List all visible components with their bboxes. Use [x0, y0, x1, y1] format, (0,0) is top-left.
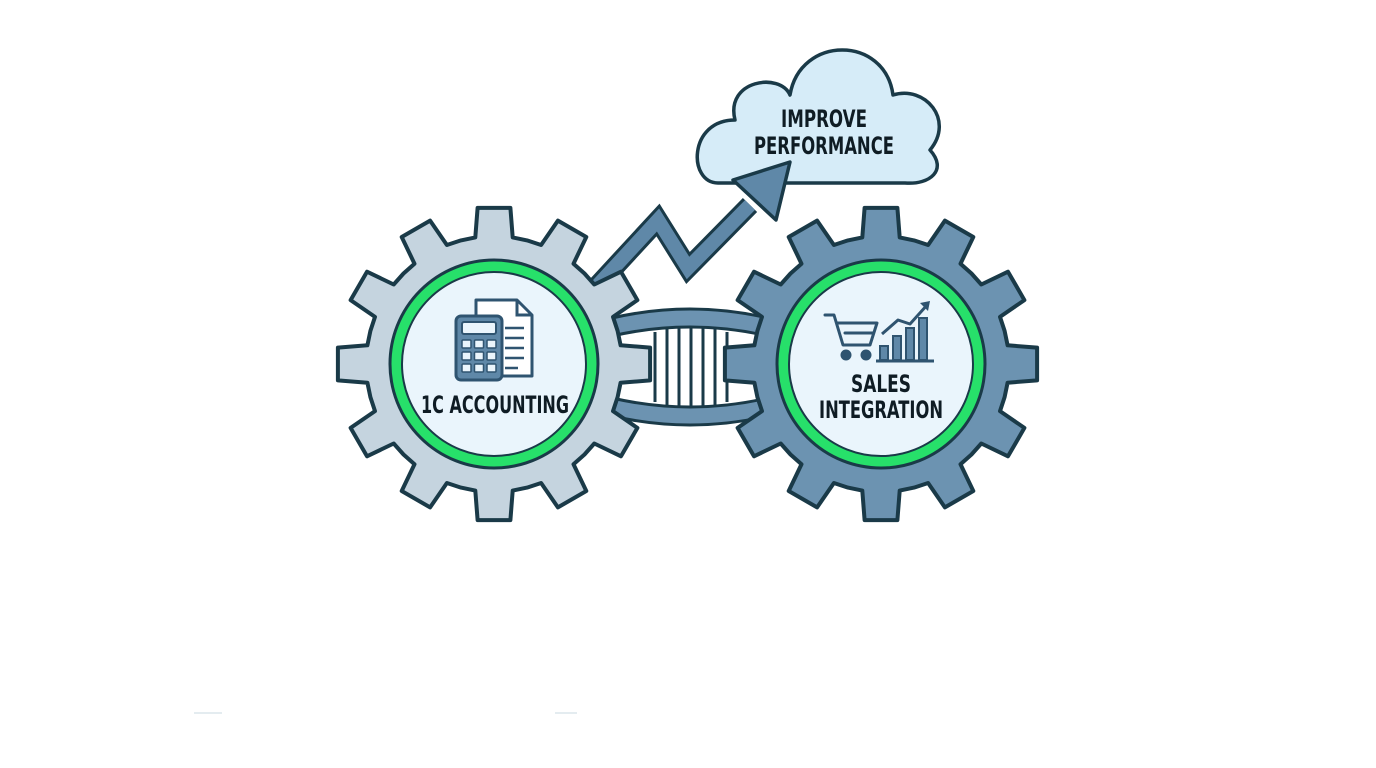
gear-1c-accounting: 1C ACCOUNTING: [335, 205, 653, 523]
cloud-title-line2: PERFORMANCE: [754, 132, 894, 160]
stray-mark-left: [192, 702, 232, 714]
cloud-title-line1: IMPROVE: [781, 105, 867, 133]
bridge-slats: [653, 328, 729, 406]
cloud-improve-performance: IMPROVE PERFORMANCE: [695, 48, 941, 185]
stray-mark-center: [553, 702, 593, 714]
shopping-cart-icon: [823, 313, 879, 361]
gear-inner-right: [788, 271, 974, 457]
shopping-cart-growth-chart-icon: [823, 301, 934, 363]
growth-chart-icon: [876, 301, 934, 363]
cloud-shape: [695, 48, 941, 185]
gear-label-right-line2: INTEGRATION: [819, 396, 943, 424]
gear-sales-integration: SALES INTEGRATION: [722, 205, 1040, 523]
calculator-document-icon: [454, 298, 534, 382]
gear-label-right-line1: SALES: [851, 370, 911, 398]
growth-arrow-shaft-fill: [592, 200, 755, 290]
gear-label-left: 1C ACCOUNTING: [421, 391, 569, 419]
growth-arrow-head: [731, 160, 792, 222]
growth-arrow: [590, 160, 792, 292]
